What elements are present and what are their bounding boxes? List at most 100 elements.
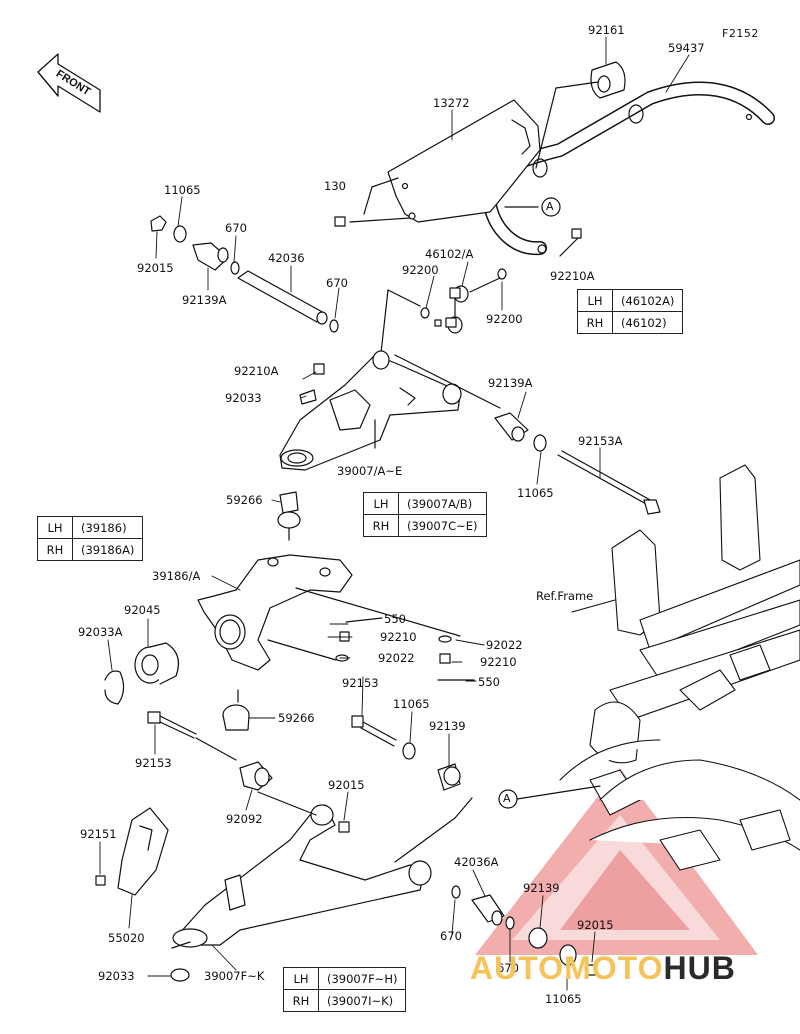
- watermark-logo: [475, 768, 758, 955]
- upper-pivot-parts: [150, 215, 339, 333]
- lh-rh-table-upper-arm: LH(39007A/B) RH(39007C~E): [363, 492, 487, 537]
- part-label: 92033: [225, 391, 262, 405]
- bolt-92153A: [557, 450, 661, 515]
- stabilizer-link: [420, 268, 507, 334]
- part-label: 11065: [517, 486, 554, 500]
- part-cell: (39186A): [71, 538, 144, 561]
- part-cell: (46102): [611, 311, 684, 334]
- skid-plate-55020: [117, 807, 169, 896]
- callout-a-lower: [498, 789, 518, 809]
- part-label: 92151: [80, 827, 117, 841]
- part-label: 550: [478, 675, 500, 689]
- side-cell: LH: [37, 516, 73, 539]
- part-cell: (39007C~E): [398, 514, 487, 537]
- leader-lines: [99, 36, 690, 991]
- bushing-92161: [590, 61, 626, 99]
- part-label: 59266: [226, 493, 263, 507]
- part-label: 92153A: [578, 434, 623, 448]
- front-arrow-icon: FRONT: [37, 53, 101, 113]
- circlip-92033A: [104, 670, 125, 705]
- part-label: 39007F~K: [204, 969, 265, 983]
- ball-joint-upper: [277, 491, 301, 541]
- side-cell: LH: [577, 289, 613, 312]
- watermark-auto: AUTO: [470, 950, 565, 986]
- side-cell: LH: [283, 967, 319, 990]
- part-label: 92200: [486, 312, 523, 326]
- side-cell: RH: [363, 514, 399, 537]
- watermark-text: AUTOMOTOHUB: [470, 950, 800, 987]
- part-label: 92022: [378, 651, 415, 665]
- part-label: 92015: [328, 778, 365, 792]
- vehicle-frame: [559, 464, 800, 871]
- upper-a-arm: [279, 350, 462, 471]
- part-label: 55020: [108, 931, 145, 945]
- part-label: 46102/A: [425, 247, 474, 261]
- part-label: 670: [326, 276, 348, 290]
- part-label: 92139A: [488, 376, 533, 390]
- part-label: 92045: [124, 603, 161, 617]
- part-cell: (46102A): [611, 289, 684, 312]
- steering-knuckle: [197, 554, 353, 671]
- callout-a-lower-label: A: [503, 792, 511, 805]
- figure-code: F2152: [722, 27, 759, 40]
- wheel-bearing: [134, 642, 179, 685]
- part-label: 39007/A~E: [337, 464, 403, 478]
- part-label: 13272: [433, 96, 470, 110]
- side-cell: LH: [363, 492, 399, 515]
- part-label: 11065: [545, 992, 582, 1006]
- ball-joint-lower: [222, 689, 250, 731]
- part-label: 92210A: [550, 269, 595, 283]
- bolt-130: [334, 216, 346, 227]
- watermark-hub: HUB: [663, 950, 736, 986]
- part-cell: (39007A/B): [398, 492, 487, 515]
- part-label: 92153: [342, 676, 379, 690]
- part-cell: (39007I~K): [317, 989, 407, 1012]
- part-cell: (39007F~H): [317, 967, 407, 990]
- bolt-92151: [95, 875, 106, 886]
- bushing-92092: [239, 761, 273, 791]
- part-label: 92210: [480, 655, 517, 669]
- part-label: 59437: [668, 41, 705, 55]
- part-label: 92022: [486, 638, 523, 652]
- lh-rh-table-stabilizer-link: LH(46102A) RH(46102): [577, 289, 684, 334]
- callout-a-upper: [541, 197, 561, 217]
- bolt-92153-left: [147, 711, 197, 739]
- part-label: 92139: [523, 881, 560, 895]
- watermark-moto: MOTO: [564, 950, 664, 986]
- stabilizer-bar: [478, 81, 775, 256]
- part-label: 59266: [278, 711, 315, 725]
- part-label: 92139A: [182, 293, 227, 307]
- part-label: 42036A: [454, 855, 499, 869]
- bushing-92139-mid: [437, 763, 461, 791]
- part-label: 92153: [135, 756, 172, 770]
- part-label: 92200: [402, 263, 439, 277]
- bolt-92153-right: [351, 715, 416, 760]
- lower-pivot-parts: [451, 885, 597, 976]
- ref-frame-label: Ref.Frame: [536, 589, 594, 603]
- upper-arm-bushing-right: [494, 412, 547, 452]
- part-label: 92210: [380, 630, 417, 644]
- part-label: 92210A: [234, 364, 279, 378]
- side-cell: RH: [37, 538, 73, 561]
- part-label: 92092: [226, 812, 263, 826]
- callout-a-upper-label: A: [546, 200, 554, 213]
- part-label: 11065: [164, 183, 201, 197]
- part-cell: (39186): [71, 516, 144, 539]
- part-label: 670: [440, 929, 462, 943]
- part-label: 92015: [137, 261, 174, 275]
- part-label: 670: [497, 961, 519, 975]
- part-label: 92015: [577, 918, 614, 932]
- part-label: 550: [384, 612, 406, 626]
- lh-rh-table-knuckle: LH(39186) RH(39186A): [37, 516, 144, 561]
- part-label: 42036: [268, 251, 305, 265]
- bracket-13272: [387, 99, 541, 223]
- knuckle-hardware: [335, 617, 475, 681]
- part-label: 92033A: [78, 625, 123, 639]
- part-label: 130: [324, 179, 346, 193]
- part-label: 39186/A: [152, 569, 201, 583]
- part-label: 92139: [429, 719, 466, 733]
- side-cell: RH: [577, 311, 613, 334]
- part-label: 670: [225, 221, 247, 235]
